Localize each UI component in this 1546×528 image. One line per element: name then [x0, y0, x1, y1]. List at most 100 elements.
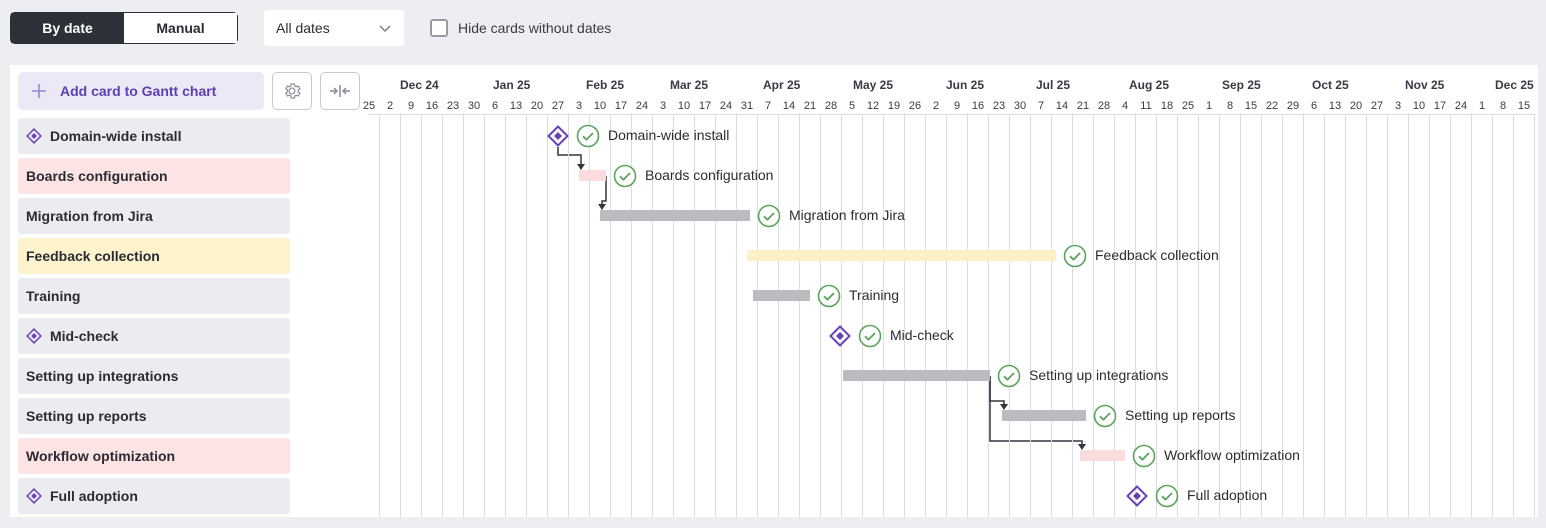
week-label: 31	[740, 100, 754, 112]
collapse-arrows-icon	[330, 85, 350, 97]
card-row[interactable]: Feedback collection	[18, 238, 290, 274]
check-circle-icon[interactable]	[1063, 244, 1087, 268]
week-gridline	[715, 114, 716, 517]
card-row[interactable]: Migration from Jira	[18, 198, 290, 234]
week-gridline	[589, 114, 590, 517]
dates-filter-value: All dates	[276, 20, 330, 36]
settings-button[interactable]	[272, 72, 312, 110]
week-label: 17	[698, 100, 712, 112]
week-gridline	[778, 114, 779, 517]
week-label: 8	[1499, 100, 1507, 112]
week-label: 18	[1160, 100, 1174, 112]
dependency-connectors	[557, 147, 1086, 450]
plus-icon	[30, 82, 48, 100]
week-gridline	[1198, 114, 1199, 517]
diamond-icon	[26, 128, 42, 144]
week-label: 28	[1097, 100, 1111, 112]
task-bar[interactable]	[747, 250, 1056, 261]
check-circle-icon[interactable]	[1093, 404, 1117, 428]
task-bar[interactable]	[1080, 450, 1125, 461]
month-label: Nov 25	[1405, 78, 1445, 92]
week-gridline	[1177, 114, 1178, 517]
card-label: Feedback collection	[26, 248, 160, 264]
week-label: 15	[1517, 100, 1531, 112]
week-label: 3	[575, 100, 583, 112]
week-label: 20	[530, 100, 544, 112]
month-label: Sep 25	[1222, 78, 1261, 92]
check-circle-icon[interactable]	[1132, 444, 1156, 468]
card-label: Setting up integrations	[26, 368, 179, 384]
week-gridline	[925, 114, 926, 517]
week-label: 3	[1394, 100, 1402, 112]
week-label: 15	[1244, 100, 1258, 112]
collapse-button[interactable]	[320, 72, 360, 110]
week-gridline	[1156, 114, 1157, 517]
task-label: Training	[849, 287, 900, 303]
manual-button[interactable]: Manual	[124, 13, 237, 43]
card-row[interactable]: Workflow optimization	[18, 438, 290, 474]
card-row[interactable]: Setting up reports	[18, 398, 290, 434]
week-gridline	[799, 114, 800, 517]
week-gridline	[904, 114, 905, 517]
task-bar[interactable]	[579, 170, 606, 181]
task-label: Full adoption	[1187, 487, 1268, 503]
week-gridline	[631, 114, 632, 517]
month-label: Dec 24	[400, 78, 439, 92]
week-gridline	[610, 114, 611, 517]
week-label: 2	[932, 100, 940, 112]
card-label: Workflow optimization	[26, 448, 176, 464]
week-label: 25	[362, 100, 376, 112]
task-bar[interactable]	[1002, 410, 1086, 421]
check-circle-icon[interactable]	[613, 164, 637, 188]
week-label: 7	[1037, 100, 1045, 112]
month-label: Oct 25	[1312, 78, 1349, 92]
add-card-button[interactable]: Add card to Gantt chart	[18, 72, 264, 110]
card-row[interactable]: Domain-wide install	[18, 118, 290, 154]
task-bar[interactable]	[843, 370, 990, 381]
dates-filter-select[interactable]: All dates	[264, 10, 404, 46]
week-label: 10	[1412, 100, 1426, 112]
card-row[interactable]: Setting up integrations	[18, 358, 290, 394]
card-row[interactable]: Full adoption	[18, 478, 290, 514]
week-gridline	[547, 114, 548, 517]
week-gridline	[1261, 114, 1262, 517]
milestone-diamond-icon[interactable]	[547, 125, 569, 147]
week-label: 6	[491, 100, 499, 112]
check-circle-icon[interactable]	[576, 124, 600, 148]
week-label: 21	[803, 100, 817, 112]
card-row[interactable]: Mid-check	[18, 318, 290, 354]
view-mode-toggle: By date Manual	[10, 12, 238, 44]
card-label: Domain-wide install	[50, 128, 182, 144]
check-circle-icon[interactable]	[817, 284, 841, 308]
task-bar[interactable]	[600, 210, 750, 221]
by-date-button[interactable]: By date	[11, 13, 124, 43]
task-bar[interactable]	[753, 290, 810, 301]
milestone-diamond-icon[interactable]	[829, 325, 851, 347]
week-label: 10	[677, 100, 691, 112]
week-label: 11	[1140, 100, 1152, 112]
week-label: 16	[971, 100, 985, 112]
card-row[interactable]: Boards configuration	[18, 158, 290, 194]
diamond-icon	[26, 488, 42, 504]
week-label: 9	[407, 100, 415, 112]
milestone-diamond-icon[interactable]	[1126, 485, 1148, 507]
week-gridline	[400, 114, 401, 517]
card-label: Mid-check	[50, 328, 119, 344]
hide-cards-checkbox[interactable]: Hide cards without dates	[430, 19, 611, 37]
gear-icon	[285, 83, 301, 99]
week-label: 7	[764, 100, 772, 112]
week-label: 21	[1076, 100, 1090, 112]
card-label: Full adoption	[50, 488, 138, 504]
check-circle-icon[interactable]	[858, 324, 882, 348]
week-gridline	[1513, 114, 1514, 517]
check-circle-icon[interactable]	[757, 204, 781, 228]
check-circle-icon[interactable]	[997, 364, 1021, 388]
week-label: 9	[953, 100, 961, 112]
card-row[interactable]: Training	[18, 278, 290, 314]
check-circle-icon[interactable]	[1155, 484, 1179, 508]
week-gridline	[946, 114, 947, 517]
checkbox-box[interactable]	[430, 19, 448, 37]
week-gridline	[463, 114, 464, 517]
month-label: Jan 25	[493, 78, 531, 92]
week-gridline	[1387, 114, 1388, 517]
